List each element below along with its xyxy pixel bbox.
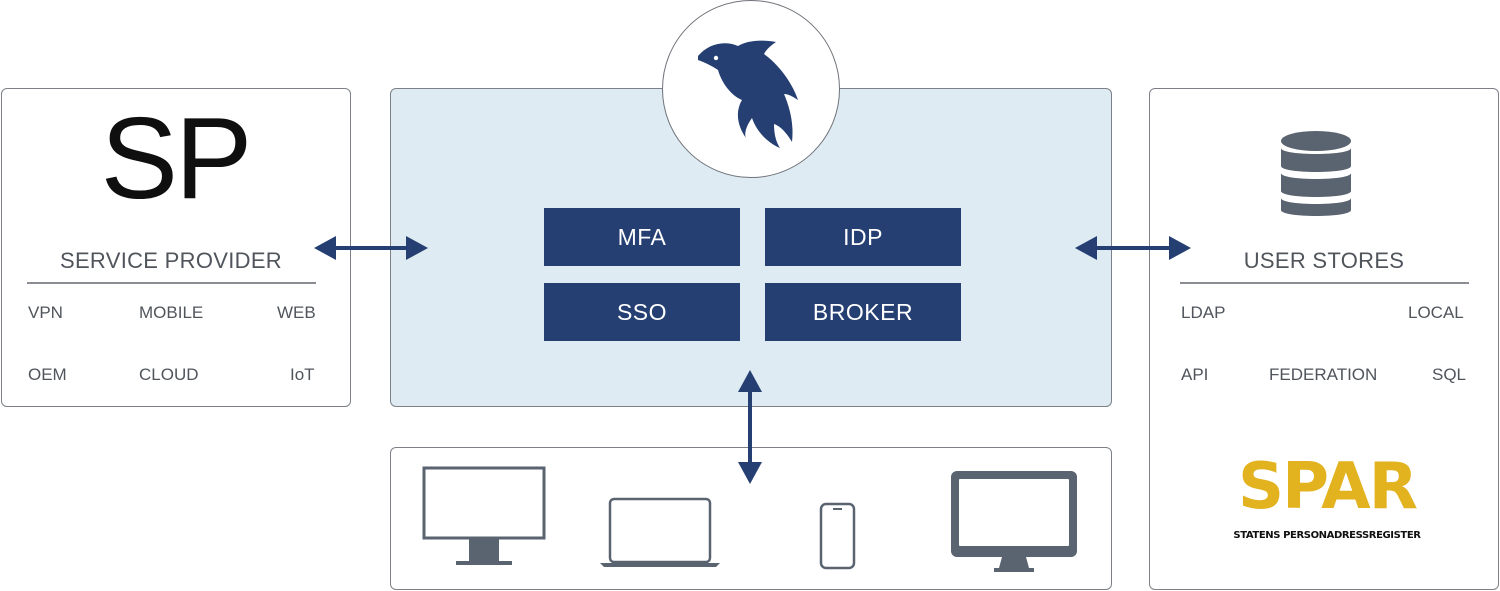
- sp-item-iot: IoT: [290, 365, 315, 384]
- database-icon: [1281, 131, 1351, 216]
- user-stores-divider: [1180, 282, 1469, 284]
- laptop-icon: [600, 497, 720, 567]
- us-item-federation: FEDERATION: [1269, 365, 1378, 384]
- us-item-sql: SQL: [1432, 365, 1467, 384]
- tile-mfa: MFA: [544, 208, 740, 266]
- spar-logo-word: SPAR: [1238, 450, 1418, 524]
- sp-item-oem: OEM: [28, 365, 67, 384]
- bird-logo-icon: [698, 40, 798, 148]
- service-provider-panel: [1, 88, 351, 407]
- spar-logo: SPAR STATENS PERSONADRESSREGISTER: [1222, 455, 1432, 545]
- sp-item-vpn: VPN: [28, 303, 63, 322]
- desktop-monitor-icon: [422, 466, 546, 565]
- sp-title: SP: [100, 93, 253, 223]
- spar-logo-subtitle: STATENS PERSONADRESSREGISTER: [1233, 530, 1421, 541]
- service-provider-divider: [27, 282, 316, 284]
- us-item-local: LOCAL: [1408, 303, 1464, 322]
- sp-item-mobile: MOBILE: [139, 303, 204, 322]
- imac-icon: [951, 471, 1077, 572]
- us-item-ldap: LDAP: [1181, 303, 1226, 322]
- tile-sso: SSO: [544, 283, 740, 341]
- sp-item-cloud: CLOUD: [139, 365, 199, 384]
- tile-idp: IDP: [765, 208, 961, 266]
- user-stores-heading: USER STORES: [1243, 248, 1405, 273]
- us-item-api: API: [1181, 365, 1209, 384]
- service-provider-heading: SERVICE PROVIDER: [59, 248, 282, 273]
- tile-broker: BROKER: [765, 283, 961, 341]
- sp-item-web: WEB: [277, 303, 316, 322]
- smartphone-icon: [819, 502, 856, 570]
